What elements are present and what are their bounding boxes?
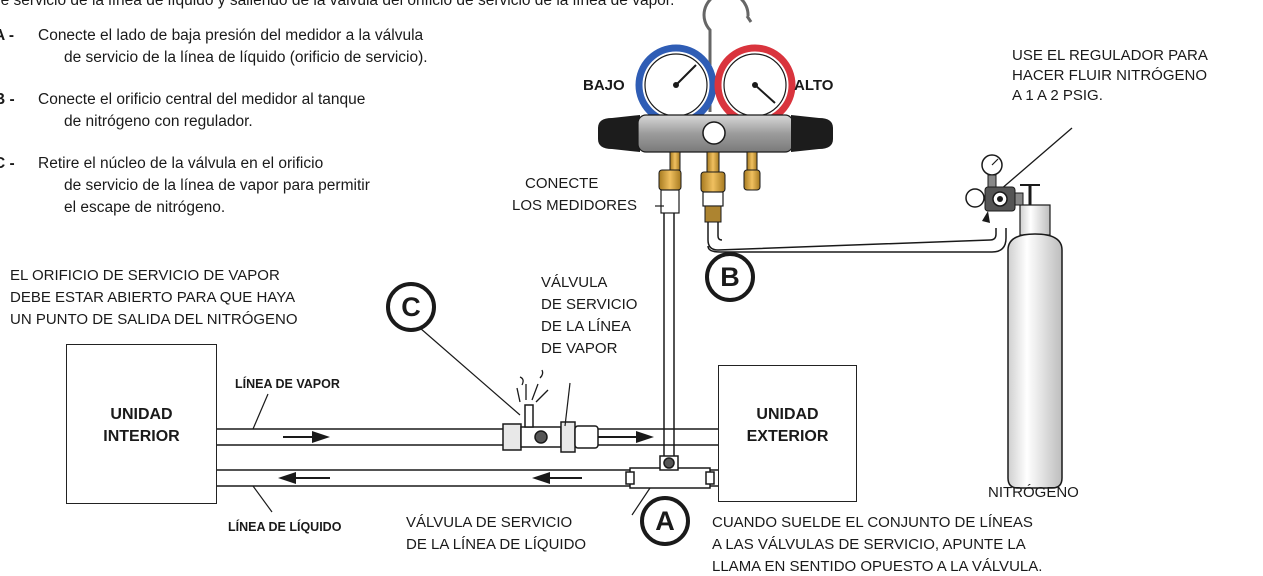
brazing-note-line3: LLAMA EN SENTIDO OPUESTO A LA VÁLVULA. xyxy=(712,558,1043,575)
vapor-valve-label-line1: VÁLVULA xyxy=(541,274,608,291)
connect-gauges-line2: LOS MEDIDORES xyxy=(512,197,638,214)
regulator-note-line1: USE EL REGULADOR PARA xyxy=(1012,47,1208,64)
vapor-service-valve xyxy=(502,404,599,453)
nitrogen-escape-marks xyxy=(516,369,549,403)
outdoor-unit-label-line1: UNIDAD xyxy=(756,406,819,423)
regulator xyxy=(965,154,1024,223)
step-a-line1: Conecte el lado de baja presión del medi… xyxy=(38,27,424,44)
liquid-line xyxy=(216,469,718,487)
regulator-note-line2: HACER FLUIR NITRÓGENO xyxy=(1012,67,1208,84)
manifold-gauge-set xyxy=(598,0,833,223)
indoor-unit-label-line1: UNIDAD xyxy=(110,406,173,423)
step-a-line2: de servicio de la línea de líquido (orif… xyxy=(64,49,428,66)
step-c-key: C - xyxy=(0,155,15,172)
brazing-note-line2: A LAS VÁLVULAS DE SERVICIO, APUNTE LA xyxy=(712,536,1026,553)
vapor-port-note-line2: DEBE ESTAR ABIERTO PARA QUE HAYA xyxy=(10,289,296,306)
vapor-line xyxy=(216,428,718,446)
brazing-note-line1: CUANDO SUELDE EL CONJUNTO DE LÍNEAS xyxy=(712,514,1033,531)
regulator-note-line3: A 1 A 2 PSIG. xyxy=(1012,87,1103,104)
nitrogen-tank xyxy=(1007,184,1063,489)
step-a-key: A - xyxy=(0,27,15,44)
high-gauge-label: ALTO xyxy=(794,77,834,94)
liquid-flow-arrow xyxy=(278,472,582,484)
leader-liquid-line xyxy=(252,485,273,513)
step-b-line1: Conecte el orificio central del medidor … xyxy=(38,91,366,108)
leader-liquid-valve xyxy=(631,487,651,516)
vapor-valve-label-line2: DE SERVICIO xyxy=(541,296,638,313)
outdoor-unit-label-line2: EXTERIOR xyxy=(746,428,829,445)
leader-marker-c xyxy=(419,327,521,416)
indoor-unit-box: UNIDAD INTERIOR xyxy=(66,344,217,504)
indoor-unit-label-line2: INTERIOR xyxy=(103,428,180,445)
marker-c: C xyxy=(386,282,436,332)
leader-vapor-valve xyxy=(564,382,571,427)
step-b-key: B - xyxy=(0,91,15,108)
vapor-line-label: LÍNEA DE VAPOR xyxy=(235,377,340,391)
vapor-port-note-line3: UN PUNTO DE SALIDA DEL NITRÓGENO xyxy=(10,311,298,328)
connect-gauges-line1: CONECTE xyxy=(525,175,599,192)
step-c-line1: Retire el núcleo de la válvula en el ori… xyxy=(38,155,324,172)
low-gauge-label: BAJO xyxy=(583,77,625,94)
vapor-port-note-line1: EL ORIFICIO DE SERVICIO DE VAPOR xyxy=(10,267,280,284)
liquid-line-label: LÍNEA DE LÍQUIDO xyxy=(228,520,342,534)
nitrogen-hose xyxy=(707,222,1007,253)
liquid-valve-label-line1: VÁLVULA DE SERVICIO xyxy=(406,514,573,531)
step-b-line2: de nitrógeno con regulador. xyxy=(64,113,253,130)
step-c-line3: el escape de nitrógeno. xyxy=(64,199,226,216)
regulator-pointer xyxy=(999,127,1073,191)
liquid-service-valve xyxy=(625,455,715,489)
marker-b: B xyxy=(705,252,755,302)
liquid-valve-label-line2: DE LA LÍNEA DE LÍQUIDO xyxy=(406,536,587,553)
nitrogen-label: NITRÓGENO xyxy=(988,484,1079,501)
vapor-valve-label-line4: DE VAPOR xyxy=(541,340,618,357)
leader-vapor-line xyxy=(252,393,269,430)
marker-a: A xyxy=(640,496,690,546)
outdoor-unit-box: UNIDAD EXTERIOR xyxy=(718,365,857,502)
intro-text: de servicio de la línea de líquido y sal… xyxy=(0,0,675,9)
low-side-hose xyxy=(663,213,675,456)
step-c-line2: de servicio de la línea de vapor para pe… xyxy=(64,177,370,194)
vapor-flow-arrow xyxy=(283,431,654,443)
vapor-valve-label-line3: DE LA LÍNEA xyxy=(541,318,632,335)
